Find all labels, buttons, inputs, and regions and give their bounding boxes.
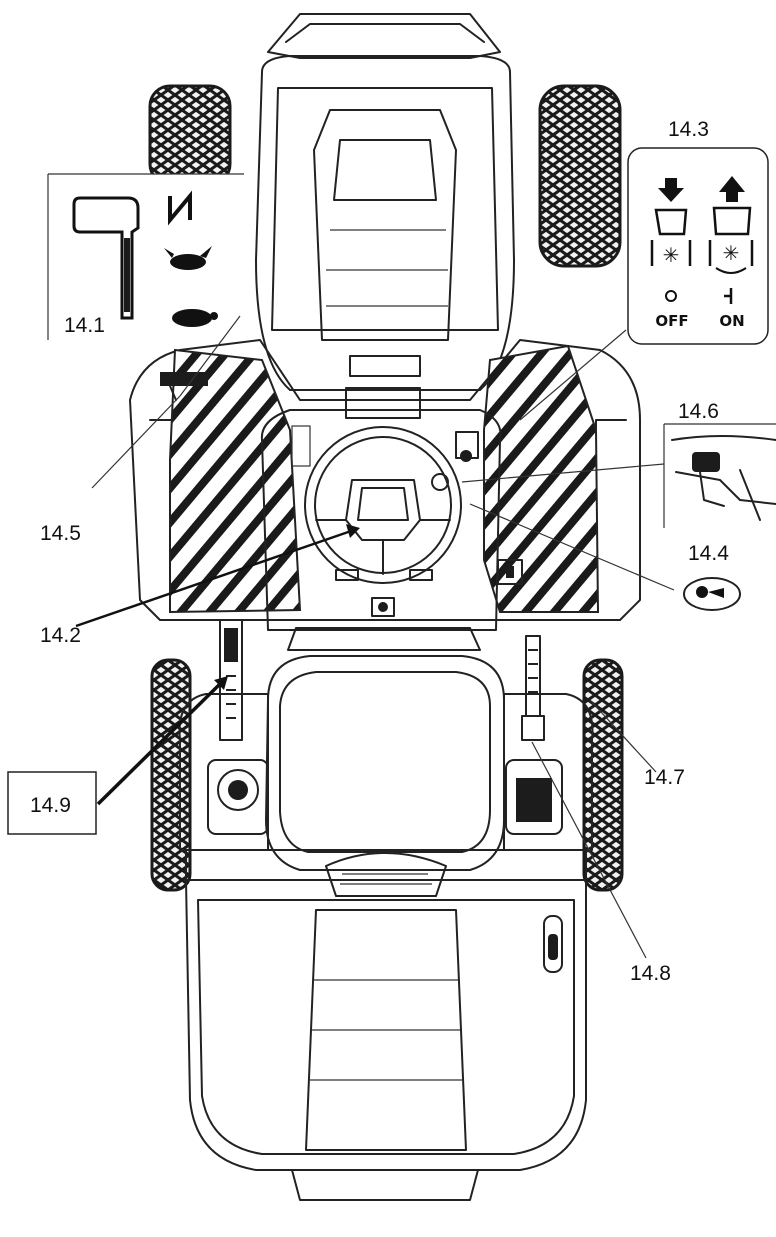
grass-collector — [185, 879, 587, 1201]
turtle-slow-icon — [172, 309, 218, 327]
detail-inset-14-6 — [663, 423, 776, 528]
seat — [265, 627, 505, 871]
on-label: ON — [719, 312, 744, 330]
blade-lever — [521, 635, 545, 741]
brake-detail-inset — [683, 577, 741, 611]
dashboard — [260, 409, 502, 631]
callout-14-5: 14.5 — [40, 522, 81, 545]
arrow-down-icon — [658, 178, 684, 202]
svg-text:✳: ✳ — [723, 243, 740, 265]
svg-text:✳: ✳ — [663, 245, 680, 267]
off-label: OFF — [655, 312, 688, 330]
front-left-wheel — [148, 84, 232, 186]
leader-lines — [75, 315, 675, 959]
power-on-icon — [724, 288, 733, 304]
rabbit-fast-icon — [164, 246, 212, 270]
blade-engaged-icon: ✳ ✳ — [663, 243, 747, 274]
brake-pedal — [497, 559, 523, 585]
callout-14-7: 14.7 — [644, 766, 685, 789]
callout-14-3: 14.3 — [668, 118, 709, 141]
left-footrest — [169, 348, 302, 614]
switch-pedal-left-icon — [650, 208, 692, 266]
callout-14-2: 14.2 — [40, 624, 81, 647]
callout-14-8: 14.8 — [630, 962, 671, 985]
front-bumper — [267, 13, 501, 59]
rear-right-wheel — [582, 658, 624, 892]
throttle-lever-icon — [72, 196, 140, 320]
rear-left-wheel — [150, 658, 192, 892]
callout-box-14-9 — [7, 771, 97, 835]
throttle-symbols-inset — [47, 173, 244, 340]
battery-box — [505, 759, 563, 835]
blade-switch-inset: ✳ ✳ OFF ON — [627, 147, 769, 345]
front-right-wheel — [538, 84, 622, 268]
fuel-tank — [207, 759, 269, 835]
arrow-up-icon — [719, 176, 745, 202]
callout-14-6: 14.6 — [678, 400, 719, 423]
callout-14-1: 14.1 — [64, 314, 105, 337]
callout-14-9: 14.9 — [30, 794, 71, 817]
switch-pedal-right-icon — [708, 206, 754, 266]
hood — [255, 55, 515, 419]
callout-14-4: 14.4 — [688, 542, 729, 565]
steering-wheel — [304, 426, 462, 584]
center-pivot — [371, 597, 395, 617]
power-off-icon — [665, 290, 677, 302]
choke-icon — [168, 190, 192, 226]
